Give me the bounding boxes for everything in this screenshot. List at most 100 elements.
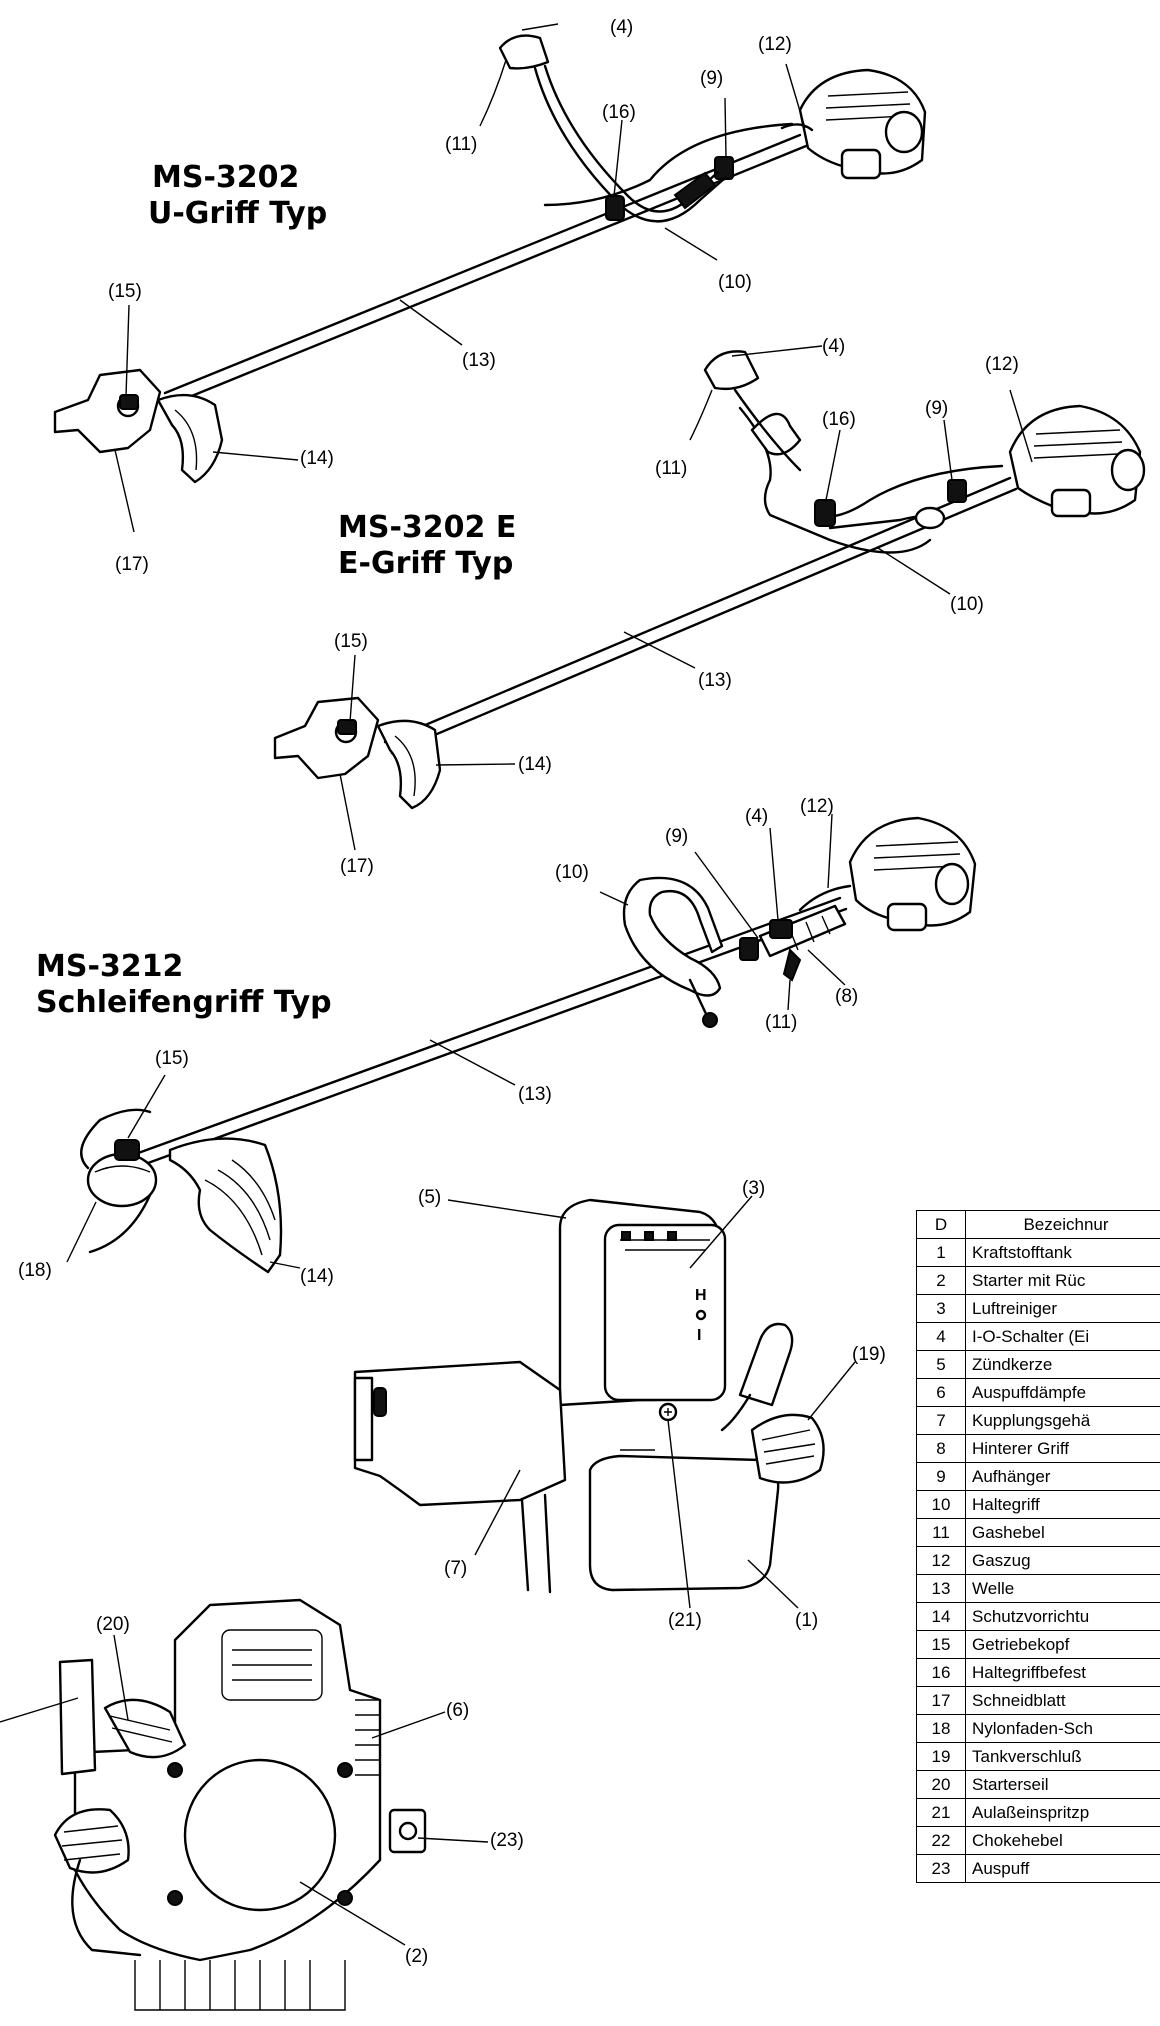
part-number: 15 (916, 1630, 966, 1659)
guard-14 (168, 1137, 283, 1274)
fuel-tank-1 (588, 1454, 780, 1592)
part-number: 21 (916, 1798, 966, 1827)
callout: (16) (822, 409, 856, 430)
part-name: Aulaßeinspritzp (965, 1798, 1160, 1827)
callout: (12) (985, 354, 1019, 375)
part-number: 11 (916, 1518, 966, 1547)
callout: (11) (655, 458, 687, 479)
hanger-9 (947, 479, 967, 503)
exhaust-muffler-6 (355, 1699, 380, 1776)
part-number: 22 (916, 1826, 966, 1855)
callout: (15) (108, 281, 142, 302)
callout: (10) (950, 594, 984, 615)
part-number: 1 (916, 1238, 966, 1267)
callout: (6) (446, 1700, 469, 1721)
callout: (15) (334, 631, 368, 652)
hanger-9 (714, 156, 734, 180)
engine-unit (780, 68, 927, 180)
guard-14 (156, 393, 224, 484)
column-header-number: D (916, 1210, 966, 1239)
callout: (4) (610, 17, 633, 38)
on-off-switch-4 (769, 919, 793, 939)
brushcutter-e-handle (273, 345, 1146, 851)
callout: (9) (925, 398, 948, 419)
callout: (9) (700, 68, 723, 89)
recoil-starter-2 (183, 1758, 337, 1912)
column-header-name: Bezeichnur (965, 1210, 1160, 1239)
callout: (8) (835, 986, 858, 1007)
part-number: 12 (916, 1546, 966, 1575)
callout: (9) (665, 826, 688, 847)
part-name: Gaszug (965, 1546, 1160, 1575)
model-title-ms3202e: MS-3202 E (338, 510, 516, 545)
part-number: 4 (916, 1322, 966, 1351)
callout: (13) (518, 1084, 552, 1105)
part-name: Haltegriff (965, 1490, 1160, 1519)
part-number: 19 (916, 1742, 966, 1771)
part-number: 18 (916, 1714, 966, 1743)
part-name: Luftreiniger (965, 1294, 1160, 1323)
part-name: Starterseil (965, 1770, 1160, 1799)
engine-side-view: H I (353, 1195, 856, 1609)
loop-handle-10 (622, 876, 724, 997)
callout: (7) (444, 1558, 467, 1579)
callout: (14) (300, 1266, 334, 1287)
callout: (11) (445, 134, 477, 155)
handle-clamp-16 (814, 499, 836, 527)
model-title-ms3212: MS-3212 (36, 949, 183, 984)
model-title-ms3202: MS-3202 (152, 160, 299, 195)
part-number: 6 (916, 1378, 966, 1407)
shaft-13 (128, 896, 842, 1158)
part-name: Hinterer Griff (965, 1434, 1160, 1463)
part-number: 16 (916, 1658, 966, 1687)
callout: (13) (462, 350, 496, 371)
part-name: I-O-Schalter (Ei (965, 1322, 1160, 1351)
callout: (23) (490, 1830, 524, 1851)
blade-17 (53, 368, 162, 454)
callout: (14) (518, 754, 552, 775)
shaft-13 (383, 476, 1012, 744)
part-name: Zündkerze (965, 1350, 1160, 1379)
blade-17 (273, 696, 380, 780)
brushcutter-u-handle (53, 23, 927, 533)
callout: (4) (745, 806, 768, 827)
part-name: Schneidblatt (965, 1686, 1160, 1715)
part-name: Schutzvorrichtu (965, 1602, 1160, 1631)
part-name: Auspuffdämpfe (965, 1378, 1160, 1407)
switch-mark-stop: H (695, 1287, 707, 1304)
part-number: 13 (916, 1574, 966, 1603)
callout: (3) (742, 1178, 765, 1199)
type-title-e-handle: E-Griff Typ (338, 546, 513, 581)
engine-back-view (0, 1598, 489, 2011)
throttle-trigger-11 (782, 948, 802, 982)
callout: (21) (668, 1610, 702, 1631)
part-number: 10 (916, 1490, 966, 1519)
guard-14 (376, 719, 442, 810)
switch-mark-run: I (697, 1327, 701, 1344)
gear-head-15 (114, 1139, 140, 1161)
callout: (15) (155, 1048, 189, 1069)
type-title-u-handle: U-Griff Typ (148, 196, 327, 231)
callout: (10) (718, 272, 752, 293)
callout: (16) (602, 102, 636, 123)
callout: (10) (555, 862, 589, 883)
part-name: Welle (965, 1574, 1160, 1603)
callout: (5) (418, 1187, 441, 1208)
type-title-loop-handle: Schleifengriff Typ (36, 985, 332, 1020)
trimmer-loop-handle (66, 813, 977, 1274)
